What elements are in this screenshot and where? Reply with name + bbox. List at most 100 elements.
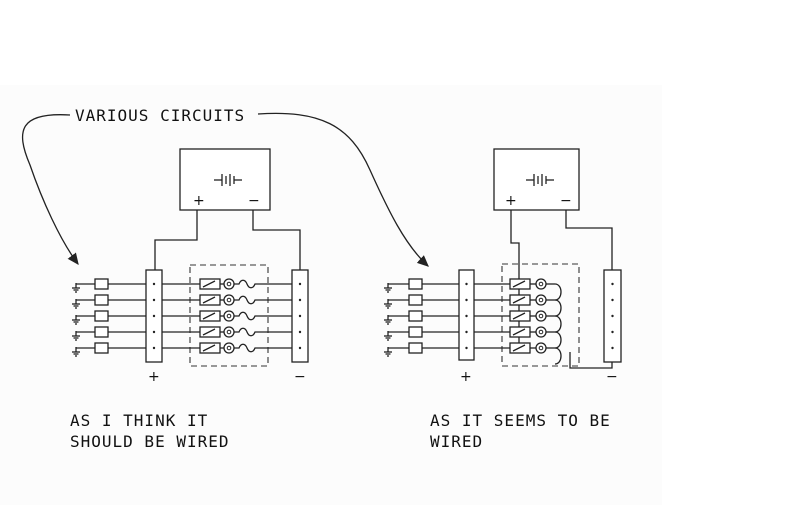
bus-terminal [152, 346, 156, 350]
bus-terminal [298, 330, 302, 334]
fuse-icon [234, 311, 292, 321]
circuit-row [72, 326, 302, 341]
load-box [408, 294, 423, 306]
indicator-lamp-icon [535, 326, 547, 338]
lamp-filament [226, 345, 232, 351]
right-caption-line2: WIRED [430, 432, 483, 451]
bus-terminal [298, 346, 302, 350]
various-circuits-label: VARIOUS CIRCUITS [75, 106, 245, 125]
battery-box [493, 148, 580, 211]
circuit-row [72, 342, 302, 357]
switch-icon [199, 342, 221, 354]
lamp-body [535, 310, 547, 322]
bus-terminal [611, 314, 614, 318]
switch-icon [509, 294, 531, 306]
switch-icon [509, 310, 531, 322]
lamp-filament [538, 297, 544, 303]
lamp-body [223, 310, 235, 322]
switch-icon [199, 294, 221, 306]
positive-bus-label: + [460, 369, 472, 385]
left-caption-line1: AS I THINK IT [70, 411, 208, 430]
bus-terminal [298, 298, 302, 302]
lamp-body [223, 326, 235, 338]
load-box [94, 310, 109, 322]
bus-terminal [152, 330, 156, 334]
fuse-icon [234, 327, 292, 337]
bus-terminal [465, 298, 468, 302]
bus-terminal [465, 330, 468, 334]
loop-jumper [554, 347, 562, 365]
lamp-body [535, 278, 547, 290]
switch-lever [512, 328, 526, 336]
loop-jumper [554, 299, 562, 317]
bus-terminal [611, 346, 614, 350]
negative-bus-label: − [294, 369, 306, 385]
bus-terminal [611, 330, 614, 334]
lamp-filament [226, 297, 232, 303]
negative-lead-wire [565, 210, 613, 270]
left-caption-line2: SHOULD BE WIRED [70, 432, 230, 451]
indicator-lamp-icon [223, 342, 235, 354]
load-box [94, 294, 109, 306]
bus-terminal [152, 298, 156, 302]
indicator-lamp-icon [535, 310, 547, 322]
bus-terminal [152, 282, 156, 286]
positive-feed-wire [154, 210, 198, 270]
lamp-body [223, 278, 235, 290]
fuse-icon [234, 343, 292, 353]
battery-minus-sign: − [560, 193, 572, 209]
lamp-body [223, 342, 235, 354]
bus-terminal [152, 314, 156, 318]
load-box [94, 278, 109, 290]
battery-icon [526, 174, 554, 186]
circuit-row [384, 310, 614, 333]
circuit-row [384, 326, 614, 349]
switch-lever [512, 344, 526, 352]
lamp-body [535, 294, 547, 306]
lamp-body [223, 294, 235, 306]
loop-jumper [554, 315, 562, 333]
lamp-filament [538, 345, 544, 351]
battery-box [179, 148, 271, 211]
switch-icon [509, 326, 531, 338]
indicator-lamp-icon [223, 294, 235, 306]
ground-icon [72, 347, 80, 357]
bus-terminal [465, 282, 468, 286]
battery-icon [214, 174, 242, 186]
loop-jumper [554, 283, 562, 301]
callout-arrow-left [22, 114, 79, 266]
switch-icon [199, 310, 221, 322]
callout-arrow-right [257, 112, 429, 267]
lamp-filament [538, 313, 544, 319]
switch-lever [512, 296, 526, 304]
circuit-row [72, 278, 302, 293]
circuit-row [72, 294, 302, 309]
left-wiring-diagram: + − + − AS I THINK IT SHOULD BE WIRED [70, 148, 309, 451]
fuse-icon [234, 295, 292, 305]
load-box [408, 310, 423, 322]
load-box [94, 342, 109, 354]
lamp-filament [538, 329, 544, 335]
negative-return-wire [252, 210, 301, 270]
battery-minus-sign: − [248, 193, 260, 209]
right-circuit-rows [384, 278, 614, 365]
indicator-lamp-icon [223, 326, 235, 338]
indicator-lamp-icon [535, 294, 547, 306]
switch-lever [202, 312, 216, 320]
lamp-filament [226, 313, 232, 319]
bus-terminal [298, 282, 302, 286]
switch-icon [509, 342, 531, 354]
right-caption-line1: AS IT SEEMS TO BE [430, 411, 611, 430]
bus-terminal [465, 314, 468, 318]
load-box [408, 326, 423, 338]
positive-bus-label: + [148, 369, 160, 385]
circuit-row [384, 342, 614, 365]
indicator-lamp-icon [223, 278, 235, 290]
load-box [408, 278, 423, 290]
indicator-lamp-icon [535, 278, 547, 290]
switch-lever [202, 296, 216, 304]
switch-lever [202, 344, 216, 352]
lamp-filament [226, 281, 232, 287]
negative-bus-label: − [606, 369, 618, 385]
